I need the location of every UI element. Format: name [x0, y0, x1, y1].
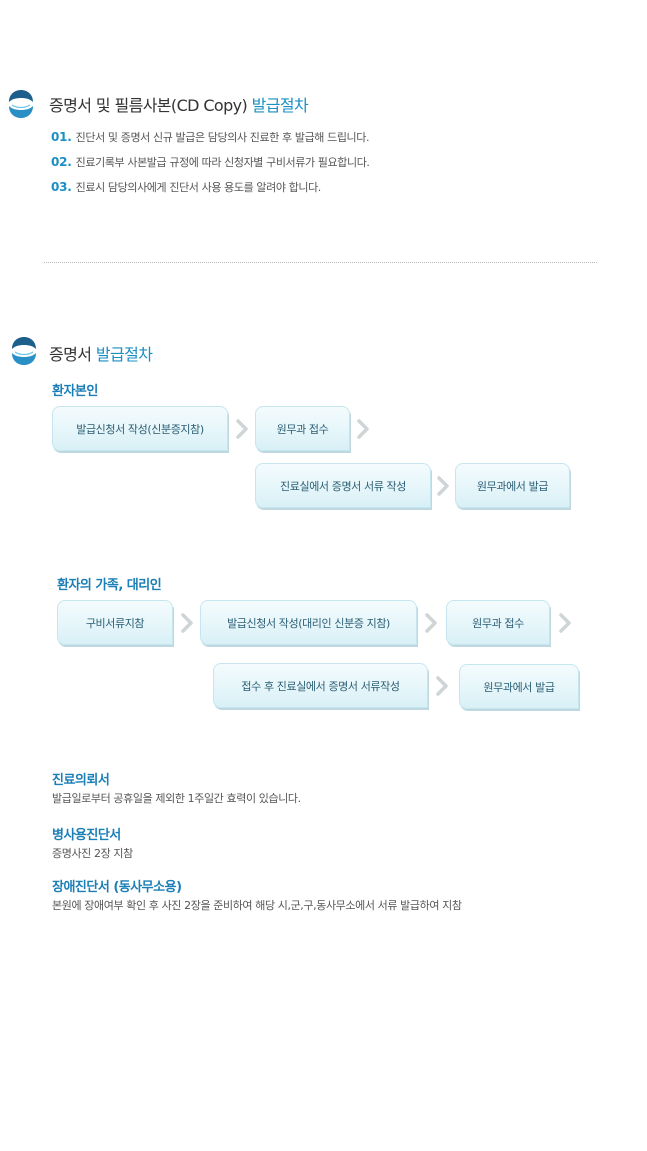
chevron-right-icon — [357, 419, 369, 439]
list-item: 03.진료시 담당의사에게 진단서 사용 용도를 알려야 합니다. — [51, 179, 321, 195]
section-divider — [44, 262, 597, 263]
group-heading-family-proxy: 환자의 가족, 대리인 — [57, 578, 162, 593]
flow-step: 원무과 접수 — [446, 600, 550, 645]
section-title-text: 증명서 — [49, 345, 96, 364]
list-item-number: 03. — [51, 180, 72, 194]
list-item-text: 진료기록부 사본발급 규정에 따라 신청자별 구비서류가 필요합니다. — [75, 156, 370, 169]
section-title-highlight: 발급절차 — [251, 96, 309, 115]
flow-step: 원무과 접수 — [255, 406, 350, 451]
note-text: 발급일로부터 공휴일을 제외한 1주일간 효력이 있습니다. — [52, 792, 301, 805]
chevron-right-icon — [436, 676, 448, 696]
note-title: 장애진단서 (동사무소용) — [52, 880, 182, 895]
note-text: 본원에 장애여부 확인 후 사진 2장을 준비하여 해당 시,군,구,동사무소에… — [52, 899, 462, 912]
chevron-right-icon — [559, 613, 571, 633]
flow-step: 접수 후 진료실에서 증명서 서류작성 — [213, 663, 428, 708]
section-title-highlight: 발급절차 — [95, 345, 153, 364]
list-item-text: 진료시 담당의사에게 진단서 사용 용도를 알려야 합니다. — [75, 181, 322, 194]
list-item: 01.진단서 및 증명서 신규 발급은 담당의사 진료한 후 발급해 드립니다. — [51, 129, 369, 145]
note-title: 진료의뢰서 — [52, 773, 110, 788]
group-heading-patient: 환자본인 — [52, 384, 98, 399]
hospital-logo-icon — [9, 90, 33, 118]
section-title-text: 증명서 및 필름사본(CD Copy) — [49, 96, 252, 115]
list-item: 02.진료기록부 사본발급 규정에 따라 신청자별 구비서류가 필요합니다. — [51, 154, 370, 170]
list-item-text: 진단서 및 증명서 신규 발급은 담당의사 진료한 후 발급해 드립니다. — [75, 131, 370, 144]
flow-step: 원무과에서 발급 — [459, 664, 579, 709]
flow-step: 진료실에서 증명서 서류 작성 — [255, 463, 431, 508]
section-title-certificate-procedure: 증명서 발급절차 — [49, 341, 153, 365]
chevron-right-icon — [236, 419, 248, 439]
chevron-right-icon — [437, 476, 449, 496]
note-text: 증명사진 2장 지참 — [52, 847, 133, 860]
flow-step: 발급신청서 작성(신분증지참) — [52, 406, 228, 451]
list-item-number: 02. — [51, 155, 72, 169]
flow-step: 발급신청서 작성(대리인 신분증 지참) — [200, 600, 417, 645]
chevron-right-icon — [425, 613, 437, 633]
chevron-right-icon — [181, 613, 193, 633]
section-title-certificate-film: 증명서 및 필름사본(CD Copy) 발급절차 — [49, 92, 309, 116]
flow-step: 구비서류지참 — [57, 600, 173, 645]
list-item-number: 01. — [51, 130, 72, 144]
note-title: 병사용진단서 — [52, 828, 121, 843]
hospital-logo-icon — [12, 337, 36, 365]
flow-step: 원무과에서 발급 — [455, 463, 570, 508]
